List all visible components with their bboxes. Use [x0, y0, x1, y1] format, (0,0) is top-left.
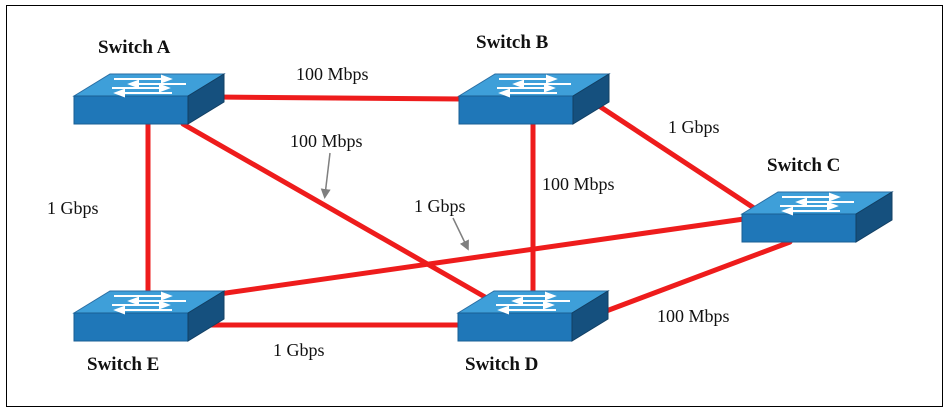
switch-c-icon [741, 191, 893, 243]
switch-e-icon [73, 290, 225, 342]
link-c-d-label: 100 Mbps [657, 306, 730, 326]
link-e-d-label: 1 Gbps [273, 340, 325, 360]
switch-d-label: Switch D [465, 354, 538, 375]
link-b-c-label: 1 Gbps [668, 117, 720, 137]
link-a-b [212, 94, 465, 102]
link-c-e-label: 1 Gbps [414, 196, 466, 216]
switch-a-icon [73, 73, 225, 125]
link-a-d-label: 100 Mbps [290, 131, 363, 151]
pointer-arrow-a-d [320, 152, 331, 199]
switch-e-label: Switch E [87, 354, 159, 375]
switch-d-icon [457, 290, 609, 342]
link-c-e [209, 216, 747, 298]
switch-b-label: Switch B [476, 32, 549, 53]
switch-a-label: Switch A [98, 37, 171, 58]
link-a-e-label: 1 Gbps [47, 198, 99, 218]
link-b-d-label: 100 Mbps [542, 174, 615, 194]
link-b-c [587, 97, 763, 215]
link-a-d [180, 121, 488, 300]
link-a-b-label: 100 Mbps [296, 64, 369, 84]
link-c-d [582, 239, 793, 322]
switch-c-label: Switch C [767, 155, 840, 176]
pointer-arrow-c-e [452, 217, 469, 251]
switch-b-icon [458, 73, 610, 125]
